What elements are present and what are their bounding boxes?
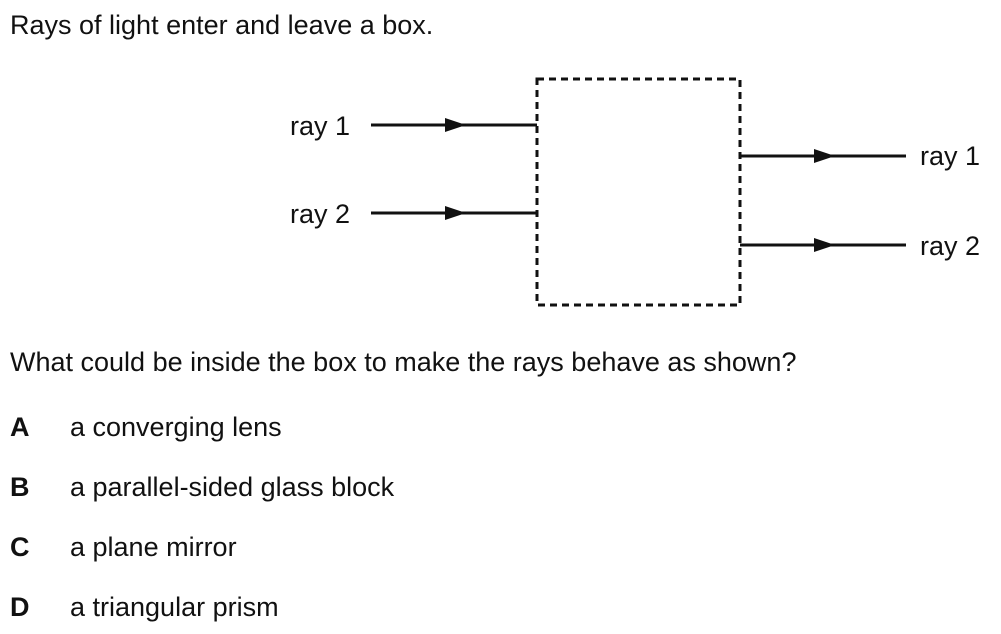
outgoing-ray-2-arrowhead bbox=[814, 238, 835, 252]
option-text: a parallel-sided glass block bbox=[70, 472, 395, 502]
option-letter: D bbox=[10, 592, 30, 622]
option-text: a triangular prism bbox=[70, 592, 279, 622]
mystery-box bbox=[535, 77, 742, 307]
outgoing-ray-1-arrowhead bbox=[814, 149, 835, 163]
intro-text: Rays of light enter and leave a box. bbox=[10, 10, 434, 40]
outgoing-ray-1-label: ray 1 bbox=[920, 141, 980, 171]
option-letter: A bbox=[10, 412, 30, 442]
option-letter: C bbox=[10, 532, 30, 562]
ray-diagram: ray 1 ray 2 ray 1 ray 2 bbox=[290, 77, 980, 307]
option-letter: B bbox=[10, 472, 30, 502]
option-text: a converging lens bbox=[70, 412, 282, 442]
incoming-ray-2-label: ray 2 bbox=[290, 199, 350, 229]
incoming-ray-1-label: ray 1 bbox=[290, 111, 350, 141]
incoming-ray-2-arrowhead bbox=[445, 206, 466, 220]
option-text: a plane mirror bbox=[70, 532, 237, 562]
outgoing-ray-2-label: ray 2 bbox=[920, 231, 980, 261]
question-text: What could be inside the box to make the… bbox=[10, 347, 797, 377]
incoming-ray-1-arrowhead bbox=[445, 118, 466, 132]
